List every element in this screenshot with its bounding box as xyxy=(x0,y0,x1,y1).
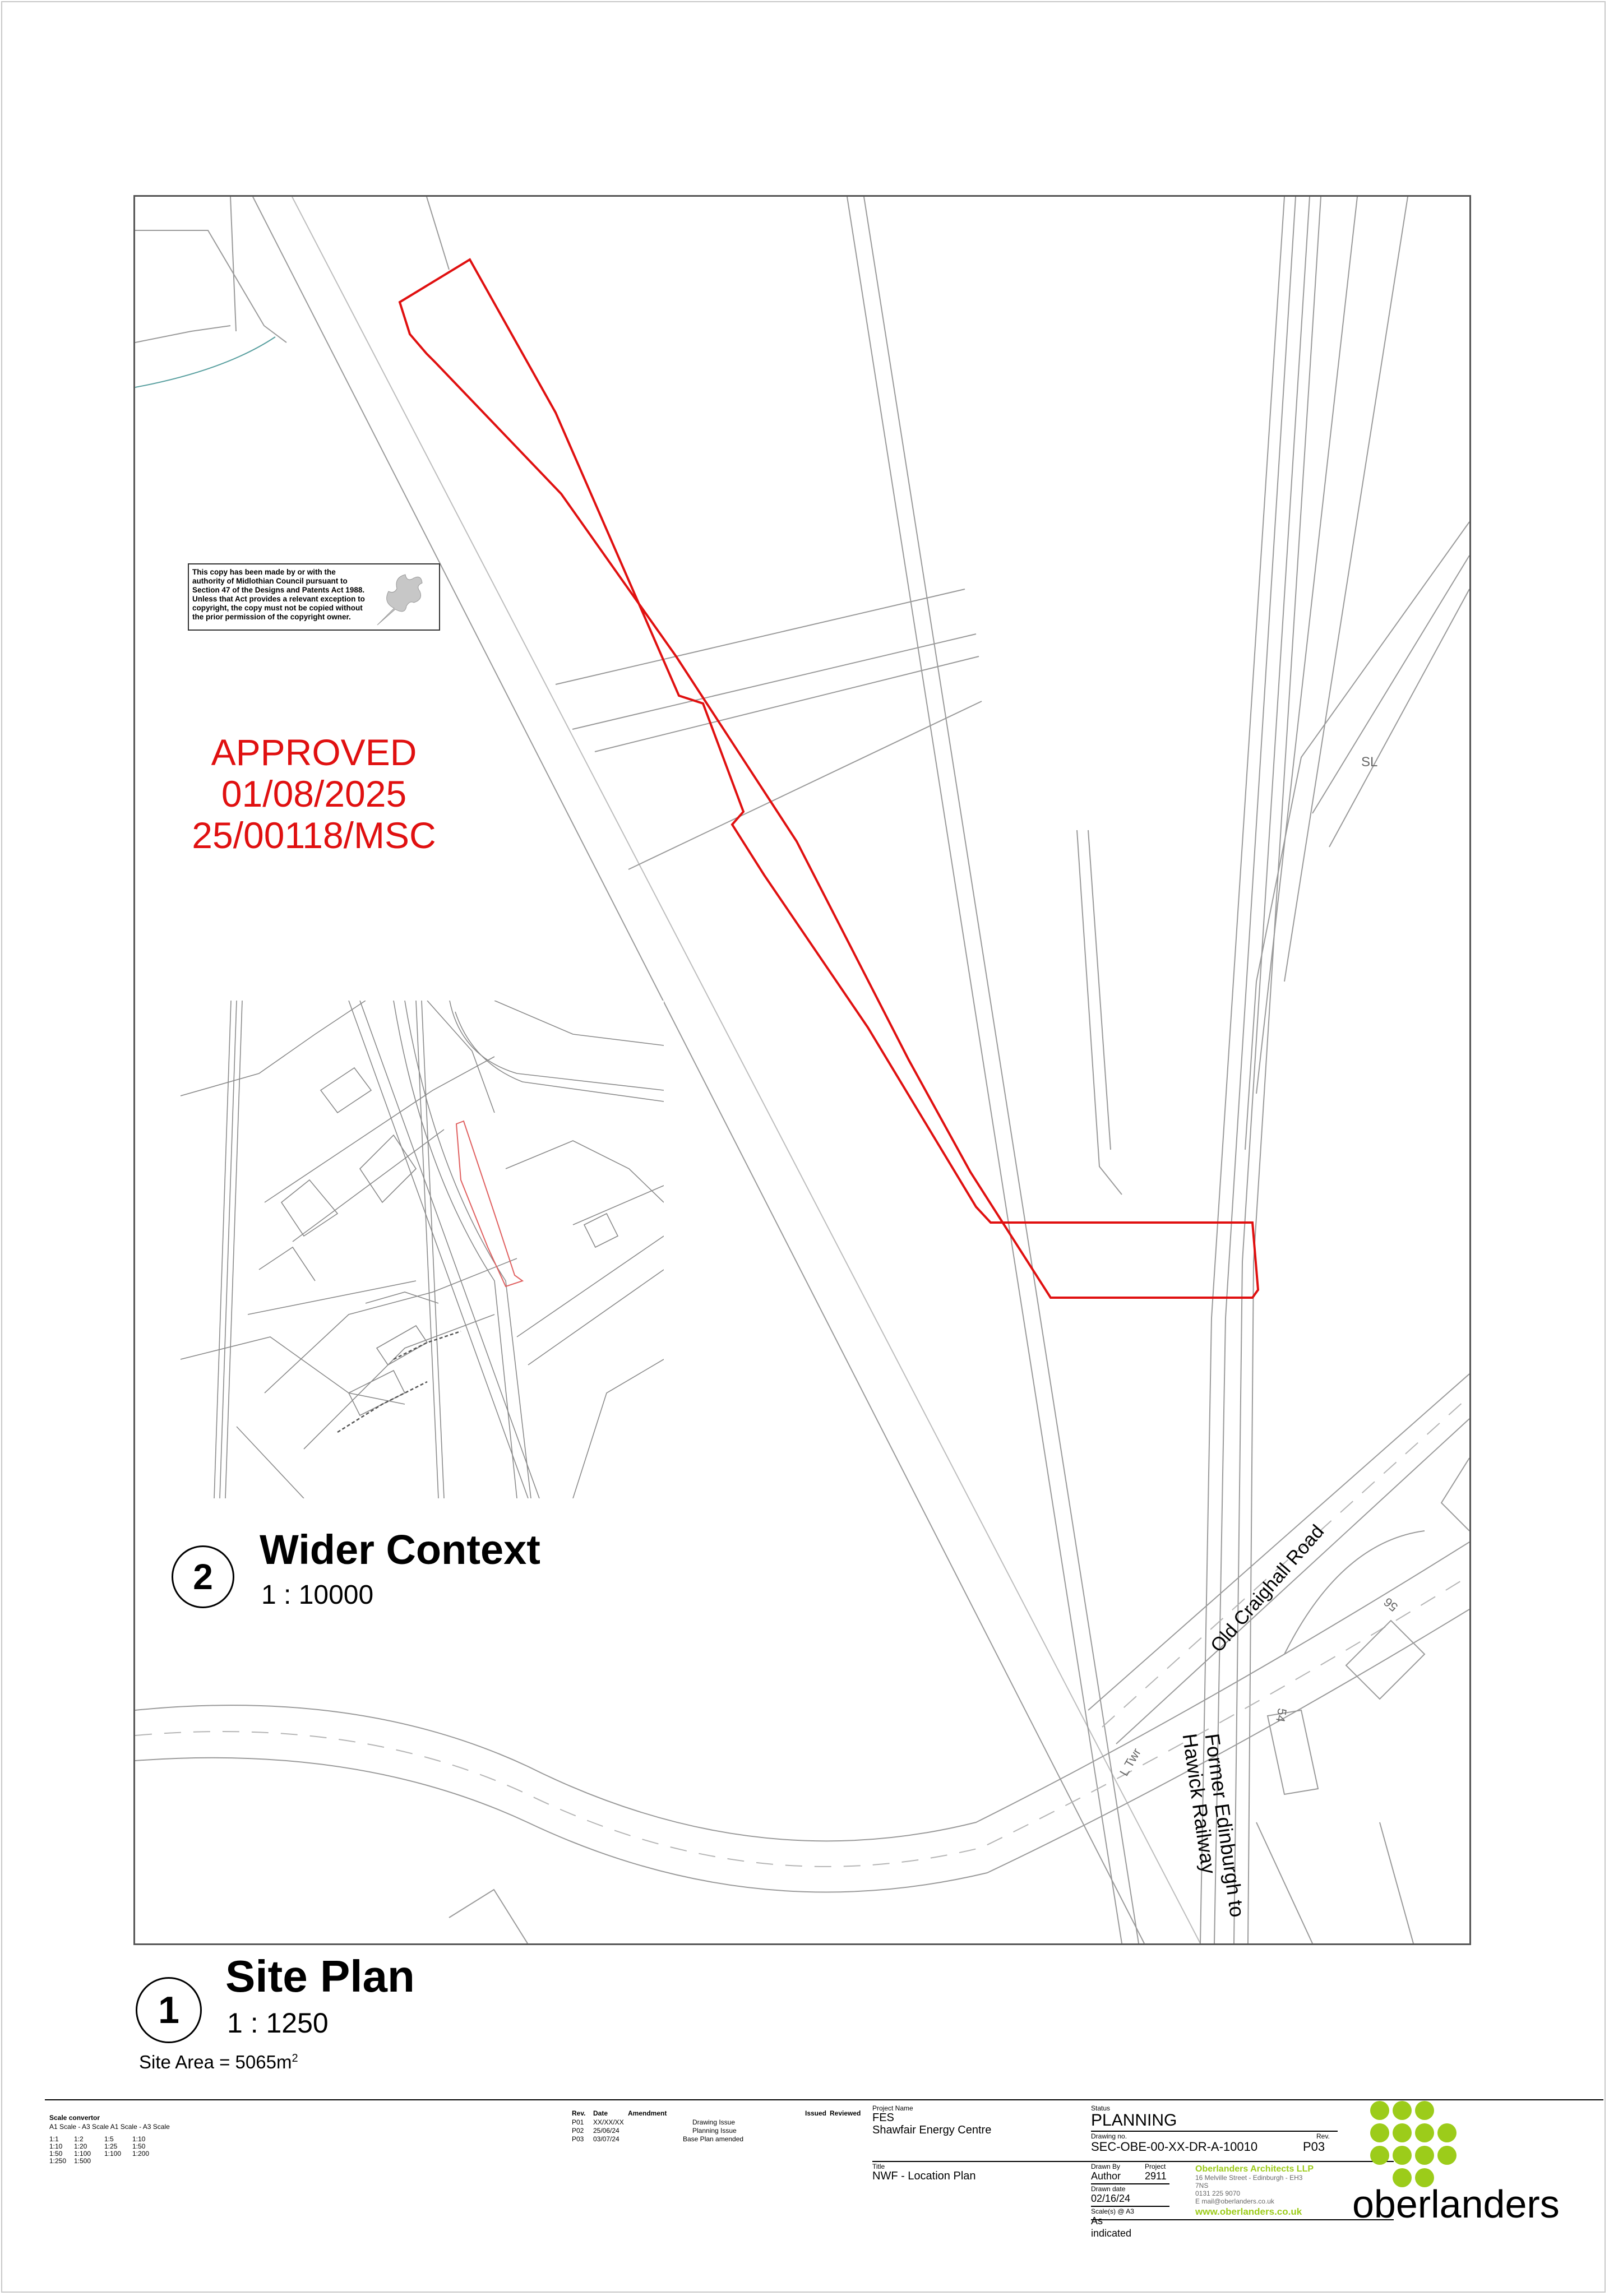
status-value: PLANNING xyxy=(1091,2111,1177,2130)
revision-amendment: Planning Issue xyxy=(692,2127,737,2135)
copyright-notice: This copy has been made by or with the a… xyxy=(188,563,440,631)
status-label: Status xyxy=(1091,2104,1111,2112)
title-divider xyxy=(872,2161,1394,2162)
revision-date: XX/XX/XX xyxy=(593,2118,624,2126)
revision-rev: P01 xyxy=(572,2118,584,2126)
drawing-no-label: Drawing no. xyxy=(1091,2132,1127,2140)
scale-cell: 1:100 xyxy=(104,2150,122,2158)
issued-header: Issued xyxy=(805,2109,827,2117)
company-phone: 0131 225 9070 xyxy=(1195,2189,1241,2197)
site-boundary xyxy=(398,258,1260,1299)
scale-cell: 1:20 xyxy=(74,2142,87,2150)
drawn-date-label: Drawn date xyxy=(1091,2185,1126,2193)
wider-context-linework xyxy=(181,1001,664,1498)
approval-status: APPROVED xyxy=(211,732,417,773)
approval-date: 01/08/2025 xyxy=(221,773,407,814)
oak-leaf-icon xyxy=(377,574,423,626)
company-name: Oberlanders Architects LLP xyxy=(1195,2164,1314,2174)
title-block: Scale convertor A1 Scale - A3 Scale A1 S… xyxy=(45,2099,1603,2285)
scale-convertor-title: Scale convertor xyxy=(49,2114,100,2122)
scale-cell: 1:1 xyxy=(49,2135,59,2143)
drawn-date-value: 02/16/24 xyxy=(1091,2193,1131,2204)
drawn-by-label: Drawn By xyxy=(1091,2163,1121,2170)
approval-reference: 25/00118/MSC xyxy=(192,814,436,856)
project-label: Project xyxy=(1145,2163,1166,2170)
scale-cell: 1:10 xyxy=(49,2142,63,2150)
project-name-label: Project Name xyxy=(872,2104,913,2112)
view-2-number: 2 xyxy=(172,1545,234,1608)
scale-cell: 1:5 xyxy=(104,2135,114,2143)
company-website: www.oberlanders.co.uk xyxy=(1195,2206,1302,2217)
site-plan-linework xyxy=(135,197,1469,1943)
amendment-header: Amendment xyxy=(628,2109,667,2117)
view-1-title: Site Plan xyxy=(225,1951,415,2001)
scale-cell: 1:100 xyxy=(74,2150,91,2158)
copyright-text: This copy has been made by or with the a… xyxy=(192,568,365,621)
drawing-number: SEC-OBE-00-XX-DR-A-10010 xyxy=(1091,2140,1258,2154)
scale-value-line1: As xyxy=(1091,2215,1103,2226)
company-address-2: 7NS xyxy=(1195,2182,1209,2189)
site-area: Site Area = 5065m2 xyxy=(139,2052,298,2073)
project-name-line2: Shawfair Energy Centre xyxy=(872,2124,992,2136)
scale-cell: 1:50 xyxy=(49,2150,63,2158)
view-2-scale: 1 : 10000 xyxy=(261,1580,374,1610)
revision-amendment: Base Plan amended xyxy=(683,2135,744,2143)
site-area-label: Site Area = 5065m xyxy=(139,2052,292,2072)
scale-value-line2: indicated xyxy=(1091,2228,1132,2239)
revision-amendment: Drawing Issue xyxy=(692,2118,736,2126)
scale-label: Scale(s) @ A3 xyxy=(1091,2207,1134,2215)
date-header: Date xyxy=(593,2109,608,2117)
scale-cell: 1:500 xyxy=(74,2157,91,2165)
scale-cell: 1:10 xyxy=(132,2135,146,2143)
scale-cell: 1:25 xyxy=(104,2142,118,2150)
revision-date: 03/07/24 xyxy=(593,2135,619,2143)
oberlanders-logo-icon xyxy=(1370,2101,1457,2187)
scale-cell: 1:250 xyxy=(49,2157,67,2165)
rev-header: Rev. xyxy=(572,2109,586,2117)
scale-cell: 1:2 xyxy=(74,2135,84,2143)
view-2-title: Wider Context xyxy=(260,1526,540,1573)
drawn-divider xyxy=(1091,2183,1169,2184)
approval-stamp: APPROVED 01/08/2025 25/00118/MSC xyxy=(151,732,477,856)
revision-rev: P03 xyxy=(572,2135,584,2143)
reviewed-header: Reviewed xyxy=(830,2109,861,2117)
project-number: 2911 xyxy=(1145,2170,1167,2182)
date-divider xyxy=(1091,2206,1169,2207)
company-email: E mail@oberlanders.co.uk xyxy=(1195,2197,1274,2205)
scale-cell: 1:50 xyxy=(132,2142,146,2150)
view-1-scale: 1 : 1250 xyxy=(227,2007,329,2039)
company-address-1: 16 Melville Street - Edinburgh - EH3 xyxy=(1195,2174,1303,2182)
map-label-sl: SL xyxy=(1361,754,1378,770)
drawing-revision: P03 xyxy=(1303,2140,1325,2154)
map-label-54: 54 xyxy=(1273,1707,1289,1724)
revision-rev: P02 xyxy=(572,2127,584,2135)
oberlanders-wordmark: oberlanders xyxy=(1352,2182,1560,2226)
drawn-by-value: Author xyxy=(1091,2170,1121,2182)
bottom-divider xyxy=(1091,2219,1394,2220)
rev-label: Rev. xyxy=(1316,2132,1330,2140)
revision-date: 25/06/24 xyxy=(593,2127,619,2135)
drawing-title: NWF - Location Plan xyxy=(872,2170,976,2182)
scale-convertor-header: A1 Scale - A3 Scale A1 Scale - A3 Scale xyxy=(49,2123,170,2131)
scale-cell: 1:200 xyxy=(132,2150,150,2158)
title-label: Title xyxy=(872,2163,885,2170)
site-area-unit-superscript: 2 xyxy=(292,2052,298,2064)
project-name-line1: FES xyxy=(872,2112,894,2124)
view-1-number: 1 xyxy=(136,1977,202,2043)
wider-context-map xyxy=(181,1001,664,1498)
status-divider xyxy=(1091,2131,1338,2132)
